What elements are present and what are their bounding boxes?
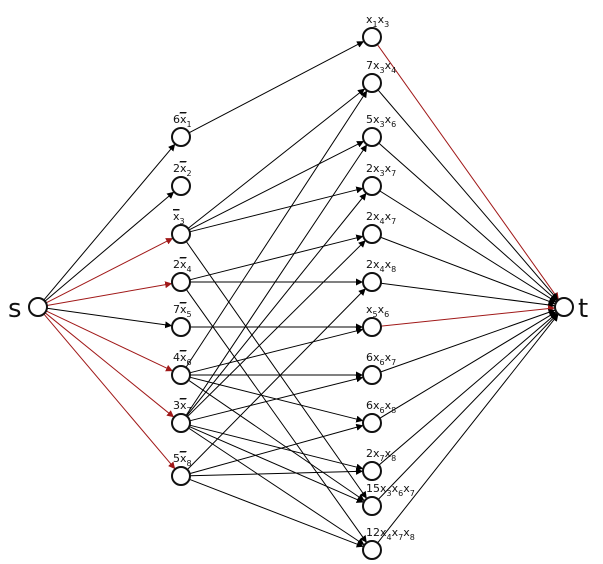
left-node-label: 5x8 xyxy=(173,452,192,468)
edge-L8-R9 xyxy=(189,423,364,475)
right-node-label: 5x3x6 xyxy=(366,113,396,129)
right-node-R4 xyxy=(362,176,382,196)
sink-node xyxy=(554,297,574,317)
edge-s-L3 xyxy=(45,237,174,304)
left-node-L4 xyxy=(171,272,191,292)
right-node-label: 12x4x7x8 xyxy=(366,526,415,542)
left-node-label: 4x6 xyxy=(173,351,192,367)
right-node-label: x5x6 xyxy=(366,303,389,319)
edge-R3-t xyxy=(378,142,558,302)
right-node-R7 xyxy=(362,317,382,337)
right-node-label: 2x3x7 xyxy=(366,162,396,178)
edge-s-L4 xyxy=(46,281,173,306)
edge-L7-R10 xyxy=(189,424,364,471)
right-node-label: 15x3x6x7 xyxy=(366,482,415,498)
sink-label: t xyxy=(578,294,588,324)
right-node-label: 7x3x4 xyxy=(366,59,396,75)
edge-L6-R7 xyxy=(189,327,364,374)
edge-L3-R2 xyxy=(187,88,366,229)
edge-s-L1 xyxy=(43,143,176,301)
edge-R5-t xyxy=(380,236,556,305)
right-node-label: 6x6x8 xyxy=(366,399,396,415)
edge-L6-R11 xyxy=(188,379,365,502)
edge-R9-t xyxy=(379,311,557,419)
edge-R12-t xyxy=(377,313,559,544)
edge-L4-R12 xyxy=(185,289,368,543)
edge-L4-R5 xyxy=(189,234,364,281)
edge-L1-R1 xyxy=(188,40,365,134)
edge-L7-R11 xyxy=(189,426,364,503)
right-node-R9 xyxy=(362,413,382,433)
right-node-R10 xyxy=(362,461,382,481)
right-node-R5 xyxy=(362,224,382,244)
left-node-L3 xyxy=(171,224,191,244)
edge-L7-R4 xyxy=(186,192,367,417)
edge-R7-t xyxy=(380,305,556,327)
edge-R8-t xyxy=(380,309,556,373)
right-node-R11 xyxy=(362,496,382,516)
right-node-label: 2x4x8 xyxy=(366,258,396,274)
left-node-label: x3 xyxy=(173,210,185,226)
edge-L8-R10 xyxy=(189,467,364,477)
edge-L7-R5 xyxy=(187,239,366,418)
left-node-label: 2x4 xyxy=(173,258,192,274)
edge-R10-t xyxy=(378,312,558,466)
source-node xyxy=(28,297,48,317)
right-node-label: 2x7x8 xyxy=(366,447,396,463)
edge-L7-R8 xyxy=(189,375,364,422)
left-node-L8 xyxy=(171,466,191,486)
edge-L7-R12 xyxy=(188,427,365,546)
edge-s-L7 xyxy=(44,312,175,418)
source-label: s xyxy=(8,294,22,324)
left-node-L2 xyxy=(171,176,191,196)
edge-s-L5 xyxy=(46,307,173,329)
edge-s-L8 xyxy=(43,313,176,470)
edge-L3-R3 xyxy=(188,140,365,231)
edge-s-L6 xyxy=(45,310,174,372)
left-node-L5 xyxy=(171,317,191,337)
left-node-label: 3x7 xyxy=(173,399,192,415)
edge-R11-t xyxy=(377,313,559,500)
left-node-L6 xyxy=(171,365,191,385)
nodes-layer: 6x1 2x2 x3 2x4 7x5 4x6 3x7 5x8 x1x3 7x3x4 5x3x6 2x3… xyxy=(28,13,574,560)
edge-L3-R11 xyxy=(185,241,368,499)
edge-R6-t xyxy=(380,282,556,309)
right-node-R8 xyxy=(362,365,382,385)
edge-L8-R12 xyxy=(189,478,364,548)
edge-s-L2 xyxy=(44,191,175,302)
left-node-label: 2x2 xyxy=(173,162,192,178)
edge-R2-t xyxy=(377,89,559,301)
left-node-L1 xyxy=(171,127,191,147)
edge-L3-R4 xyxy=(189,186,364,233)
left-node-label: 6x1 xyxy=(173,113,192,129)
right-node-label: 2x4x7 xyxy=(366,210,396,226)
edges-layer xyxy=(43,40,560,548)
left-node-L7 xyxy=(171,413,191,433)
right-node-label: x1x3 xyxy=(366,13,389,29)
right-node-R1 xyxy=(362,27,382,47)
right-node-R2 xyxy=(362,73,382,93)
right-node-R12 xyxy=(362,540,382,560)
edge-R4-t xyxy=(379,190,557,303)
right-node-label: 6x6x7 xyxy=(366,351,396,367)
edge-L6-R2 xyxy=(185,90,368,368)
edge-L8-R6 xyxy=(186,288,367,470)
edge-L7-R3 xyxy=(185,144,368,416)
edge-R1-t xyxy=(376,44,560,300)
right-node-R6 xyxy=(362,272,382,292)
left-node-label: 7x5 xyxy=(173,303,192,319)
right-node-R3 xyxy=(362,127,382,147)
